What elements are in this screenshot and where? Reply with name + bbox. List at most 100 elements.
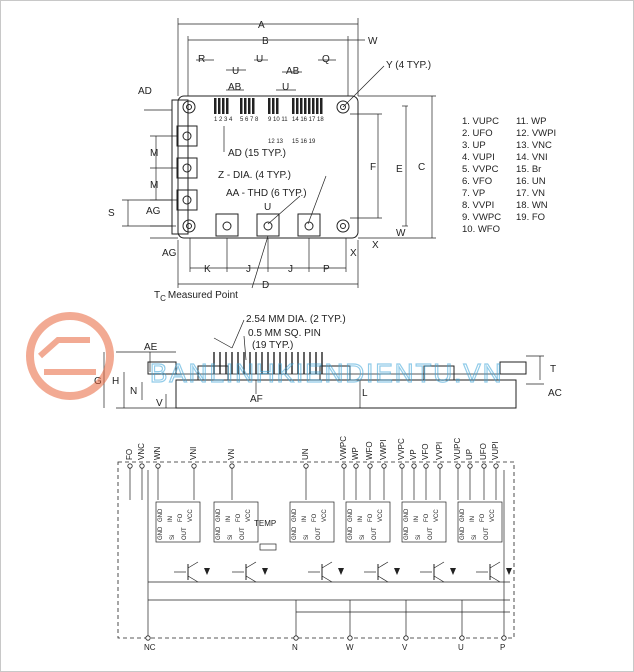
ic-pin-label: VCC [490, 509, 496, 522]
ic-pin-label: GND [404, 526, 410, 540]
ic-pin-label: GND [348, 508, 354, 522]
signal-pin [226, 98, 229, 114]
ic-pin-label: FO [236, 513, 242, 522]
diode-icon [338, 568, 344, 575]
pin-10: 10. WFO [462, 224, 500, 235]
ic-pin-label: VCC [188, 509, 194, 522]
signal-pin [240, 98, 243, 114]
pin-9: 9. VWPC [462, 212, 501, 223]
dim-h: H [112, 376, 119, 387]
ic-pin-label: GND [348, 526, 354, 540]
signal-pin [296, 98, 299, 114]
pin-16: 16. UN [516, 176, 546, 187]
signal-pin [300, 98, 303, 114]
diode-icon [506, 568, 512, 575]
ic-pin-label: VCC [246, 509, 252, 522]
pin-14: 14. VNI [516, 152, 548, 163]
dim-j2: J [288, 264, 293, 275]
ic-pin-label: IN [358, 516, 364, 522]
dim-m2: M [150, 180, 158, 191]
top-terminal [493, 463, 499, 469]
ic-pin-label: FO [424, 513, 430, 522]
dim-ag2: AG [162, 248, 177, 259]
bottom-terminal [459, 635, 465, 641]
ic-pin-label: GND [292, 526, 298, 540]
ic-pin-label: GND [460, 526, 466, 540]
top-terminal [367, 463, 373, 469]
top-terminal-label: FO [125, 449, 134, 460]
pin-11: 11. WP [516, 116, 546, 127]
ic-pin-label: GND [158, 508, 164, 522]
bottom-terminal-label: W [346, 643, 354, 652]
gate-driver-ic [289, 501, 335, 543]
ic-pin-label: IN [302, 516, 308, 522]
dim-y: Y (4 TYP.) [386, 60, 431, 71]
label-dia: 2.54 MM DIA. (2 TYP.) [246, 314, 346, 325]
dim-ab2: AB [286, 66, 300, 77]
pin-19: 19. FO [516, 212, 545, 223]
side-view [103, 319, 544, 409]
pin-1: 1. VUPC [462, 116, 499, 127]
signal-pin [276, 98, 279, 114]
pin-6: 6. VFO [462, 176, 492, 187]
top-terminal [353, 463, 359, 469]
dim-ad15: AD (15 TYP.) [228, 148, 286, 159]
top-terminal [455, 463, 461, 469]
dim-ab1: AB [228, 82, 242, 93]
ic-pin-label: VCC [378, 509, 384, 522]
dim-u1: U [232, 66, 239, 77]
dim-w-right: W [396, 228, 406, 239]
svg-text:15 16 19: 15 16 19 [292, 139, 316, 145]
bottom-terminal [501, 635, 507, 641]
ic-pin-label: IN [168, 516, 174, 522]
signal-pin [214, 98, 217, 114]
top-terminal-label: VFO [421, 444, 430, 460]
top-terminal [155, 463, 161, 469]
top-terminal-label: UFO [479, 443, 488, 460]
top-terminal-label: VNC [137, 443, 146, 460]
dim-ac: AC [548, 388, 562, 399]
ic-pin-label: VCC [434, 509, 440, 522]
top-terminal-label: WFO [365, 441, 374, 460]
top-terminal-label: WN [153, 446, 162, 460]
pin-7: 7. VP [462, 188, 485, 199]
ic-pin-label: IN [226, 516, 232, 522]
diode-icon [450, 568, 456, 575]
dim-d: D [262, 280, 269, 291]
dim-m1: M [150, 148, 158, 159]
dim-a: A [258, 20, 265, 31]
bottom-terminal [145, 635, 151, 641]
ic-pin-label: OUT [182, 527, 188, 540]
dim-af: AF [250, 394, 263, 405]
ic-pin-label: IN [470, 516, 476, 522]
ic-pin-label: OUT [428, 527, 434, 540]
signal-pin [292, 98, 295, 114]
top-terminal-label: VVPI [435, 442, 444, 460]
dim-ag1: AG [146, 206, 161, 217]
svg-text:1 2 3 4: 1 2 3 4 [214, 117, 233, 123]
top-terminal [467, 463, 473, 469]
pin-4: 4. VUPI [462, 152, 495, 163]
watermark-text: BANLINHKIENDIENTU.VN [150, 358, 504, 388]
signal-pin [248, 98, 251, 114]
top-terminal [423, 463, 429, 469]
signal-pin [222, 98, 225, 114]
dim-j1: J [246, 264, 251, 275]
svg-text:14 16 17 18: 14 16 17 18 [292, 117, 324, 123]
signal-pin [304, 98, 307, 114]
ic-pin-label: FO [480, 513, 486, 522]
dim-aa: AA - THD (6 TYP.) [226, 188, 307, 199]
dim-c: C [418, 162, 425, 173]
pin-3: 3. UP [462, 140, 486, 151]
ic-pin-label: GND [158, 526, 164, 540]
top-terminal [139, 463, 145, 469]
top-terminal [437, 463, 443, 469]
gate-driver-ic [457, 501, 503, 543]
bottom-terminal-label: NC [144, 643, 156, 652]
ic-pin-label: Si [472, 535, 478, 540]
signal-pin [268, 98, 271, 114]
top-terminal [381, 463, 387, 469]
dim-p: P [323, 264, 330, 275]
top-terminal [341, 463, 347, 469]
